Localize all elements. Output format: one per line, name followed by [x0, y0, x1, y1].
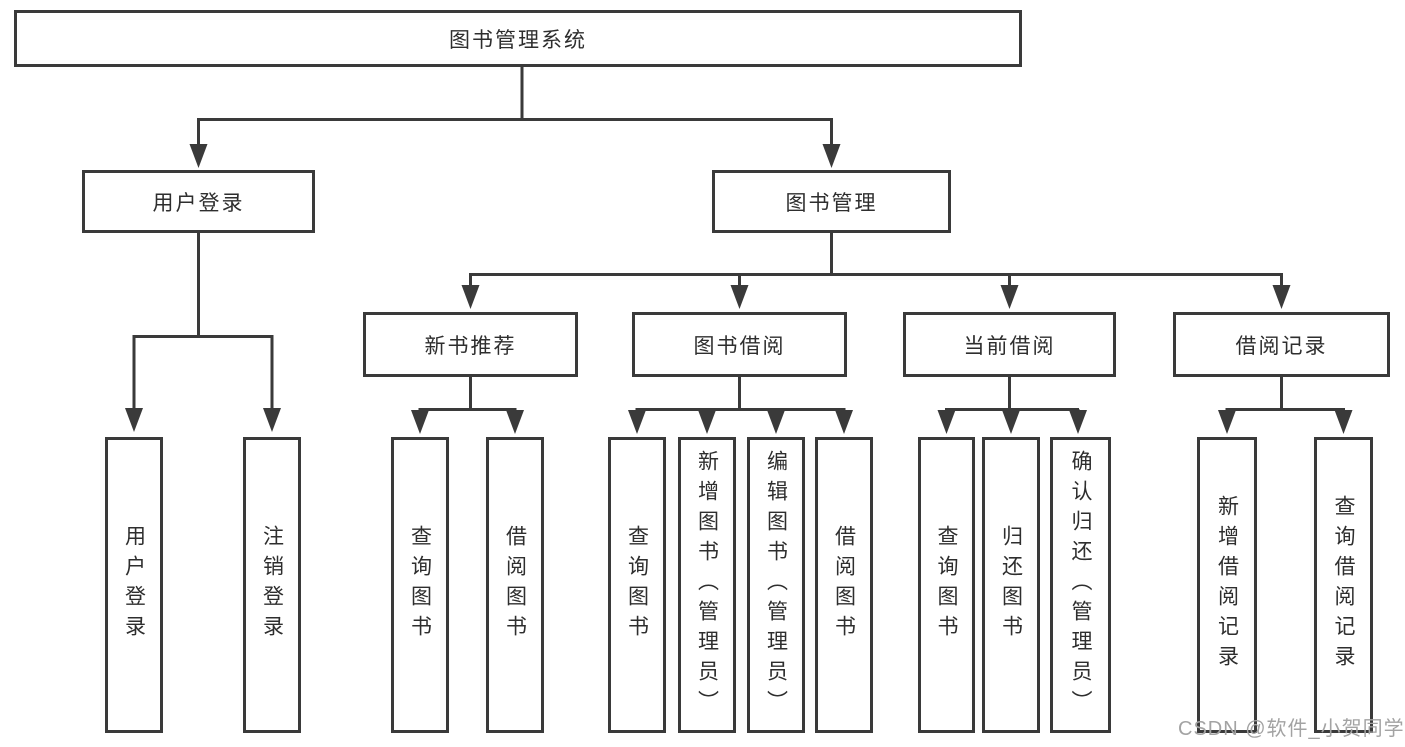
leaf-bb-add-books-admin-label: 新增图书（管理员） [695, 450, 719, 720]
leaf-bb-edit-books-admin: 编辑图书（管理员） [747, 437, 805, 733]
connector-new-book-children [411, 377, 524, 434]
leaf-cb-return-books: 归还图书 [982, 437, 1040, 733]
leaf-bb-borrow-books-label: 借阅图书 [832, 525, 856, 645]
leaf-cb-query-books-label: 查询图书 [935, 525, 959, 645]
connector-book-borrowing-children [628, 377, 853, 434]
connector-borrowing-records-children [1218, 377, 1353, 434]
arrow-down-icon [1272, 285, 1291, 309]
node-current-borrowing: 当前借阅 [903, 312, 1116, 377]
leaf-user-login-label: 用户登录 [122, 525, 146, 645]
arrow-down-icon [125, 408, 143, 432]
leaf-cb-confirm-return-admin: 确认归还（管理员） [1050, 437, 1111, 733]
leaf-br-query-record-label: 查询借阅记录 [1332, 495, 1356, 675]
node-new-book-recommend-label: 新书推荐 [424, 334, 517, 358]
arrow-down-icon [822, 144, 841, 168]
connector-user-login-children [125, 233, 281, 432]
leaf-br-add-record-label: 新增借阅记录 [1215, 495, 1239, 675]
arrow-down-icon [698, 410, 716, 434]
arrow-down-icon [628, 410, 646, 434]
leaf-bb-query-books-label: 查询图书 [625, 525, 649, 645]
leaf-nbr-query-books: 查询图书 [391, 437, 449, 733]
node-book-borrowing: 图书借阅 [632, 312, 847, 377]
connector-root-to-level2 [189, 67, 841, 168]
arrow-down-icon [767, 410, 785, 434]
node-book-management: 图书管理 [712, 170, 951, 233]
node-borrowing-records-label: 借阅记录 [1235, 334, 1328, 358]
arrow-down-icon [189, 144, 208, 168]
arrow-down-icon [1334, 410, 1353, 434]
node-book-management-label: 图书管理 [785, 191, 878, 215]
leaf-br-query-record: 查询借阅记录 [1314, 437, 1373, 733]
arrow-down-icon [937, 410, 956, 434]
leaf-bb-edit-books-admin-label: 编辑图书（管理员） [764, 450, 788, 720]
arrow-down-icon [835, 410, 853, 434]
leaf-logout-label: 注销登录 [260, 525, 284, 645]
arrow-down-icon [1069, 410, 1087, 434]
node-new-book-recommend: 新书推荐 [363, 312, 578, 377]
node-root-label: 图书管理系统 [449, 28, 587, 52]
arrow-down-icon [506, 410, 524, 434]
leaf-cb-return-books-label: 归还图书 [999, 525, 1023, 645]
leaf-bb-query-books: 查询图书 [608, 437, 666, 733]
leaf-cb-query-books: 查询图书 [918, 437, 975, 733]
arrow-down-icon [411, 410, 429, 434]
node-user-login-label: 用户登录 [152, 191, 245, 215]
leaf-br-add-record: 新增借阅记录 [1197, 437, 1257, 733]
node-current-borrowing-label: 当前借阅 [963, 334, 1056, 358]
arrow-down-icon [1000, 285, 1019, 309]
leaf-nbr-borrow-books: 借阅图书 [486, 437, 544, 733]
connector-current-borrowing-children [937, 377, 1087, 434]
leaf-bb-add-books-admin: 新增图书（管理员） [678, 437, 736, 733]
leaf-logout: 注销登录 [243, 437, 301, 733]
leaf-user-login: 用户登录 [105, 437, 163, 733]
leaf-cb-confirm-return-admin-label: 确认归还（管理员） [1069, 450, 1093, 720]
arrow-down-icon [1218, 410, 1236, 434]
node-user-login: 用户登录 [82, 170, 315, 233]
leaf-nbr-borrow-books-label: 借阅图书 [503, 525, 527, 645]
csdn-watermark: CSDN @软件_小贺同学 [1178, 718, 1405, 740]
arrow-down-icon [730, 285, 749, 309]
node-book-borrowing-label: 图书借阅 [693, 334, 786, 358]
arrow-down-icon [1002, 410, 1020, 434]
leaf-nbr-query-books-label: 查询图书 [408, 525, 432, 645]
connector-book-management-children [461, 233, 1291, 309]
node-borrowing-records: 借阅记录 [1173, 312, 1390, 377]
node-root: 图书管理系统 [14, 10, 1022, 67]
leaf-bb-borrow-books: 借阅图书 [815, 437, 873, 733]
arrow-down-icon [461, 285, 480, 309]
arrow-down-icon [263, 408, 281, 432]
